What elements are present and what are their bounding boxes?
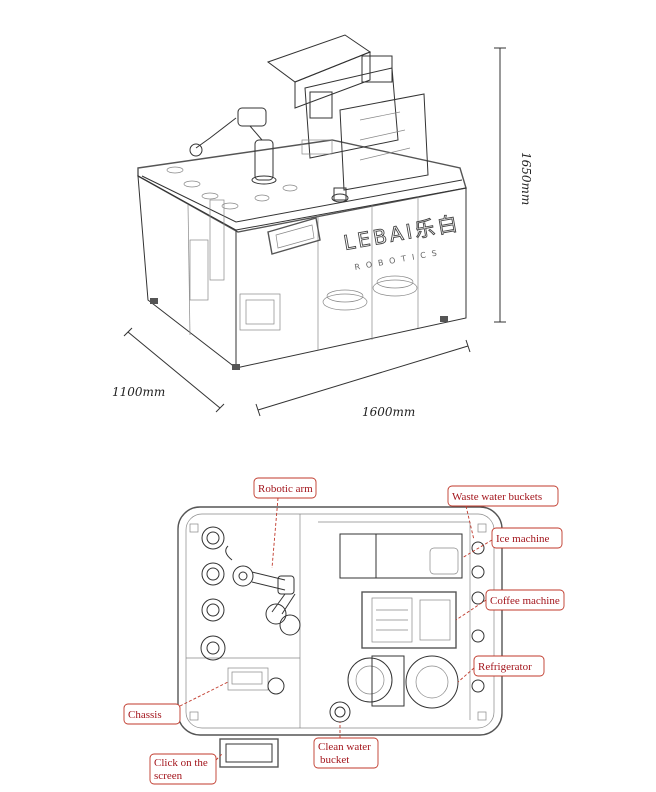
width-dimension-line (257, 345, 469, 411)
callout-screen: Click on the screen (149, 753, 223, 785)
brand-name: LEBAI乐白 (342, 211, 462, 255)
svg-text:Robotic arm: Robotic arm (258, 483, 313, 495)
brand-sub: ROBOTICS (354, 248, 444, 272)
left-panel (137, 175, 237, 370)
svg-text:Refrigerator: Refrigerator (478, 661, 532, 673)
robotic-arm-iso (189, 107, 277, 185)
width-label: 1600mm (362, 405, 415, 419)
callout-robotic-arm: Robotic arm (253, 477, 317, 569)
robotic-arm (225, 545, 301, 636)
leg (232, 364, 240, 370)
svg-text:Ice machine: Ice machine (496, 533, 550, 545)
coffee-machine-iso (266, 34, 429, 203)
ice-machine (339, 533, 463, 579)
leg (150, 298, 158, 304)
svg-text:Clean water: Clean water (318, 741, 371, 753)
touch-screen-iso (267, 217, 321, 255)
svg-text:bucket: bucket (320, 754, 349, 766)
chassis-unit (227, 667, 285, 695)
callout-refrigerator: Refrigerator (457, 655, 545, 683)
isometric-view: LEBAI乐白 ROBOTICS 1650mm 1100mm 1600mm (112, 34, 533, 419)
touch-screen (219, 738, 279, 768)
svg-text:Waste water buckets: Waste water buckets (452, 491, 542, 503)
callout-clean-water: Clean water bucket (313, 722, 379, 769)
svg-text:Click on the: Click on the (154, 757, 208, 769)
callout-coffee-machine: Coffee machine (455, 589, 565, 621)
callout-ice-machine: Ice machine (461, 527, 563, 559)
clean-water-bucket (329, 701, 351, 723)
coffee-machine (361, 591, 457, 649)
svg-text:screen: screen (154, 770, 183, 782)
leg (440, 316, 448, 322)
callout-chassis: Chassis (123, 681, 229, 725)
callout-waste-water: Waste water buckets (447, 485, 559, 541)
top-view: Robotic arm Waste water buckets Ice mach… (123, 477, 565, 785)
depth-label: 1100mm (112, 385, 165, 399)
waste-water-buckets (471, 541, 485, 693)
depth-dimension-line (127, 331, 221, 409)
svg-text:Coffee machine: Coffee machine (490, 595, 560, 607)
height-label: 1650mm (519, 152, 533, 205)
refrigerator (347, 655, 459, 709)
svg-text:Chassis: Chassis (128, 709, 162, 721)
cup-dispensers (200, 526, 226, 661)
